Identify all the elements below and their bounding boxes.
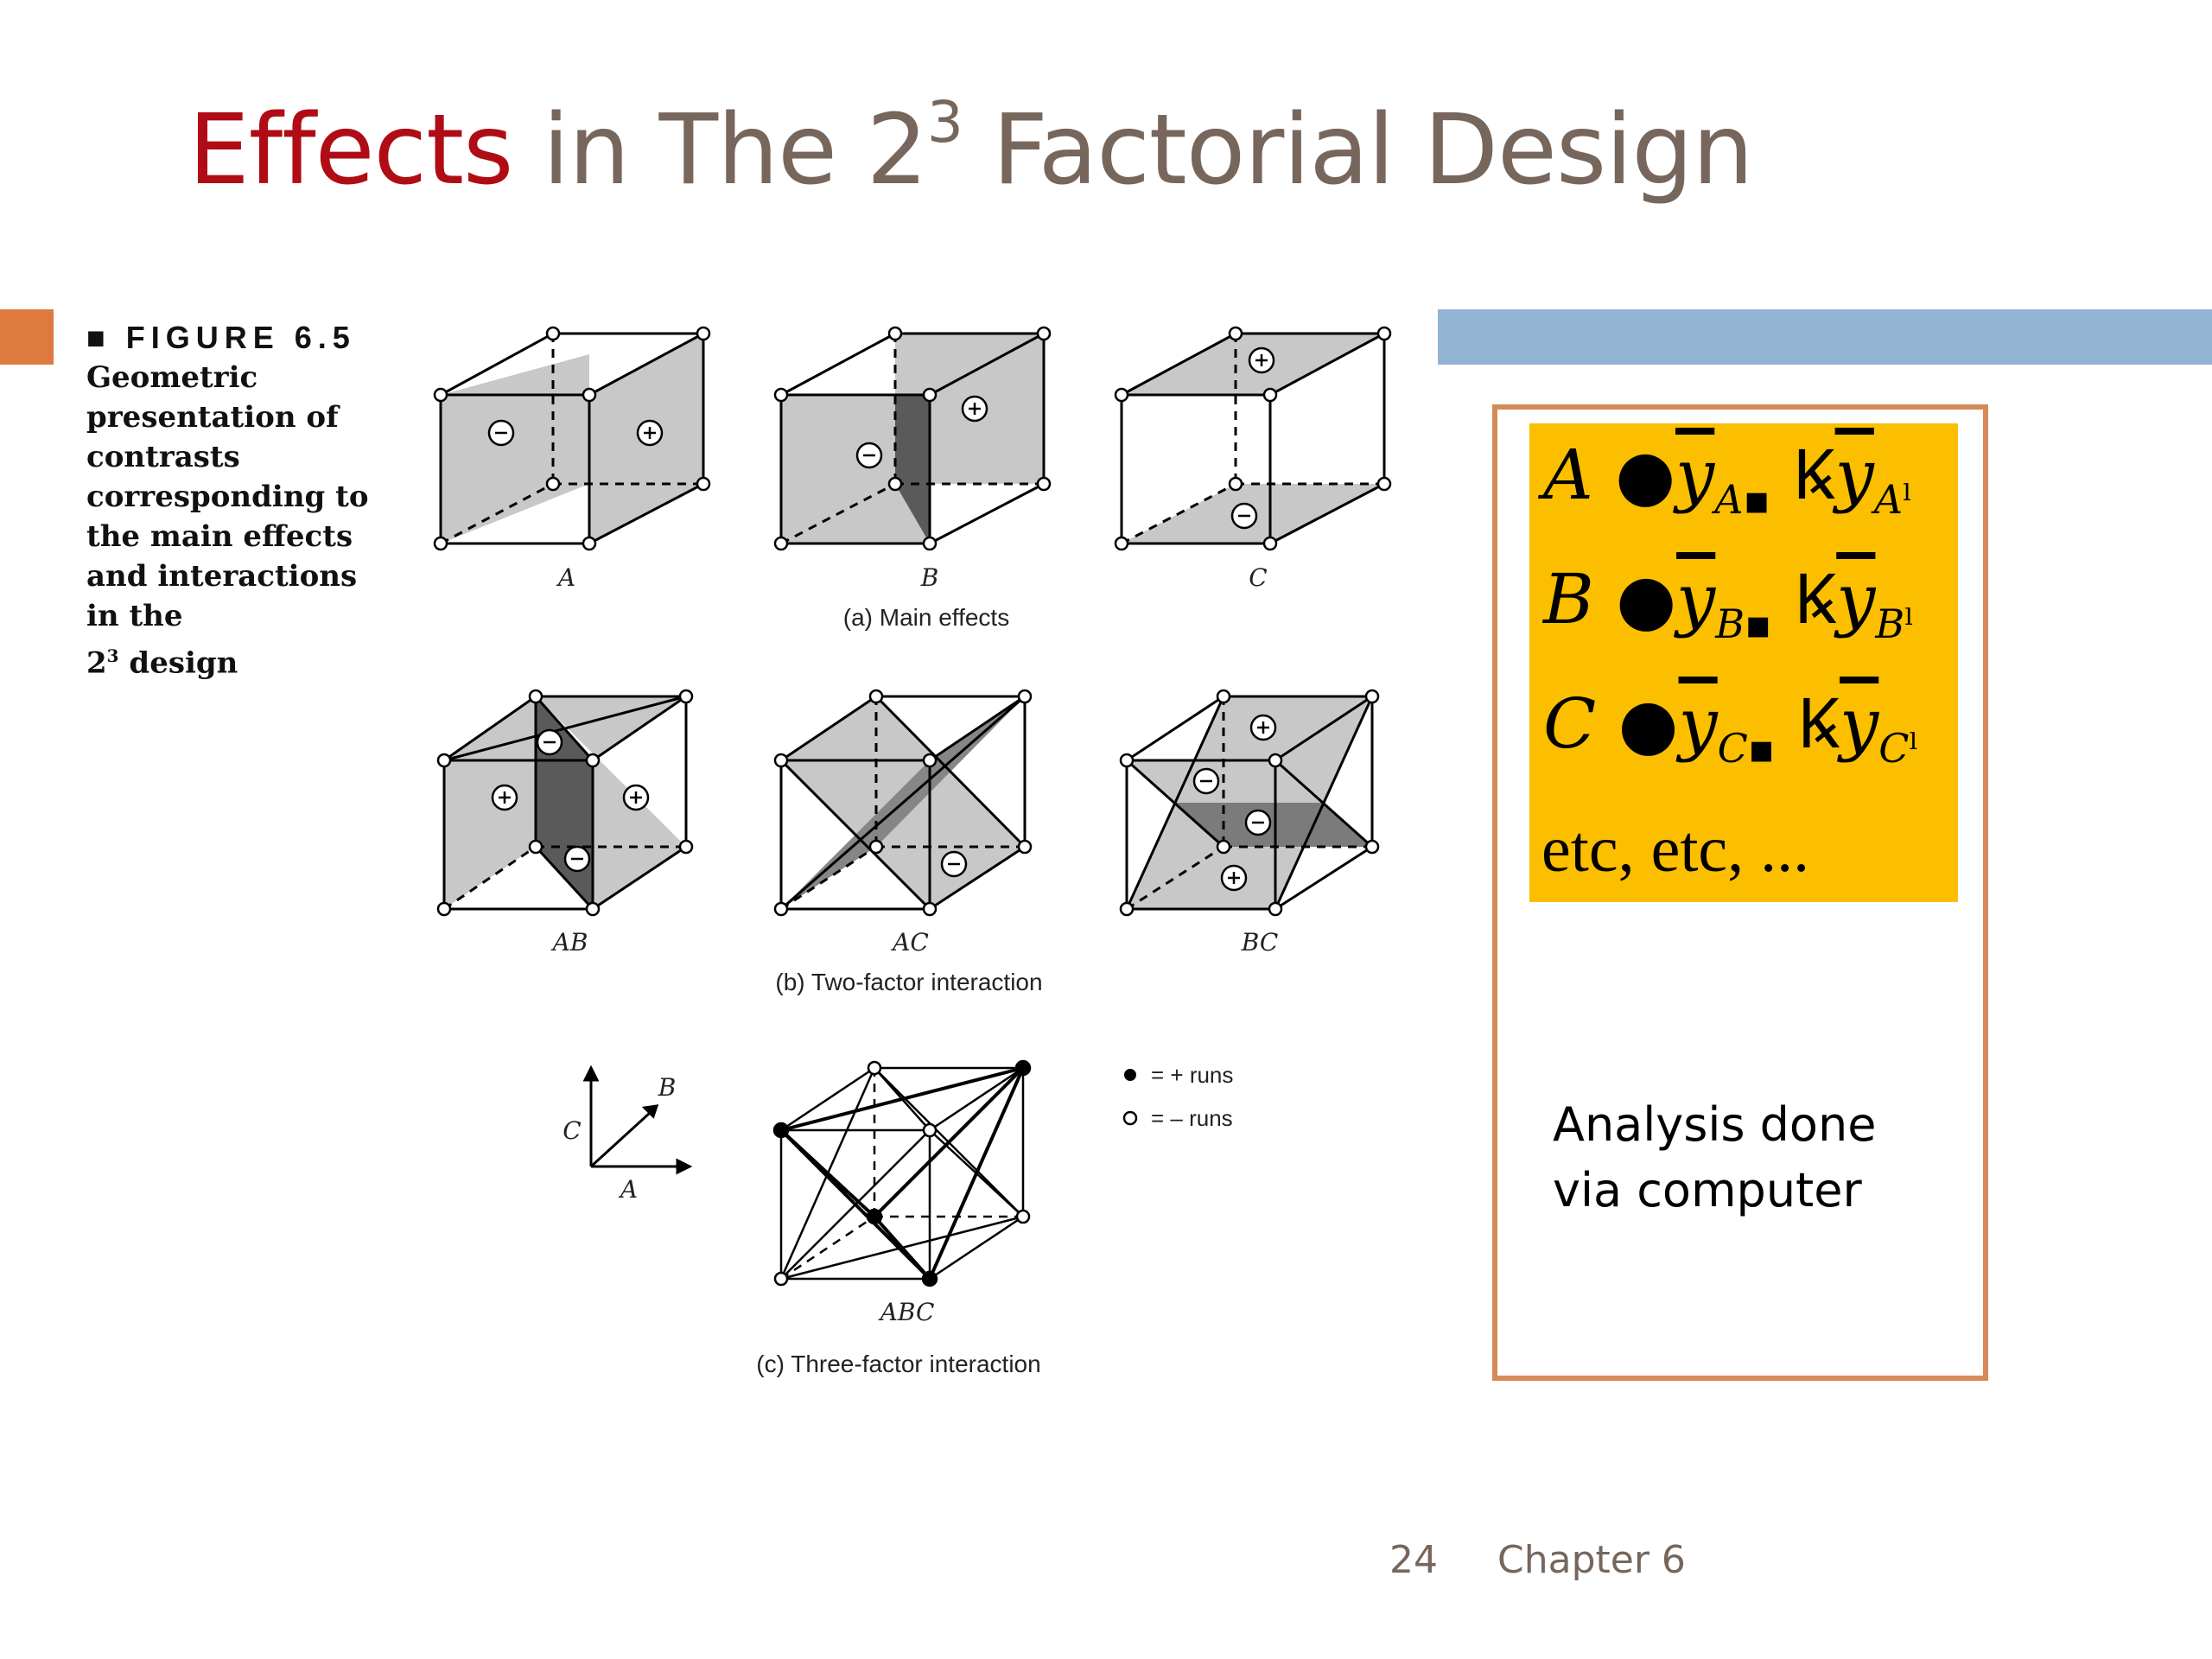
subtitle-three-factor: (c) Three-factor interaction [756, 1351, 1040, 1377]
analysis-line-1: Analysis done [1553, 1097, 1877, 1152]
figure-heading: ■ FIGURE 6.5 [86, 320, 356, 355]
label-b: B [920, 563, 939, 592]
analysis-note: Analysis done via computer [1553, 1092, 1876, 1224]
minus-icon [536, 728, 563, 756]
slide-title: Effects in The 23 Factorial Design [188, 93, 1753, 199]
figure-caption-end: 23 design [86, 645, 238, 681]
cube-b [773, 326, 1052, 551]
minus-icon [1230, 502, 1258, 530]
minus-icon [1192, 767, 1220, 795]
formula-box: A ●yA▪ ꝂyAˡ B ●yB▪ ꝂyBˡ C ●yC▪ ꝂyCˡ etc,… [1529, 423, 1958, 902]
label-ab: AB [550, 928, 588, 957]
axes-indicator [582, 1065, 693, 1175]
label-bc: BC [1241, 928, 1279, 957]
analysis-line-2: via computer [1553, 1163, 1862, 1217]
formula-row-c: C ●yC▪ ꝂyCˡ [1543, 683, 1919, 772]
plus-icon [1248, 346, 1275, 374]
legend-minus-label: = – runs [1151, 1105, 1233, 1131]
cube-a [433, 326, 711, 551]
cube-ab [436, 689, 694, 917]
minus-icon [1244, 809, 1272, 836]
cube-ac [773, 689, 1033, 917]
title-rest: in The 2 [512, 94, 928, 207]
plus-icon [636, 419, 664, 447]
minus-icon [487, 419, 515, 447]
title-accent: Effects [188, 94, 513, 207]
legend-plus-label: = + runs [1151, 1062, 1233, 1088]
accent-bar [1438, 309, 2212, 365]
cube-diagram: A B [433, 326, 1392, 1377]
plus-icon [1220, 864, 1248, 892]
page-number: 24 [1389, 1538, 1438, 1582]
axis-label-a: A [618, 1175, 638, 1204]
label-c: C [1249, 563, 1267, 592]
cube-abc [772, 1059, 1032, 1287]
minus-icon [855, 442, 883, 469]
minus-icon [563, 845, 591, 873]
label-abc: ABC [878, 1298, 935, 1326]
label-a: A [556, 563, 575, 592]
legend-plus-marker [1124, 1069, 1136, 1081]
title-superscript: 3 [926, 88, 963, 156]
formula-etc: etc, etc, ... [1541, 813, 1810, 886]
axis-label-b: B [658, 1073, 677, 1102]
figure-caption: ■ FIGURE 6.5 Geometric presentation of c… [86, 318, 380, 683]
cube-bc [1119, 689, 1380, 917]
title-end: Factorial Design [962, 94, 1753, 207]
subtitle-two-factor: (b) Two-factor interaction [775, 969, 1042, 995]
axis-label-c: C [563, 1116, 581, 1145]
side-tab [0, 309, 54, 365]
legend-minus-marker [1122, 1110, 1138, 1126]
formula-row-a: A ●yA▪ ꝂyAˡ [1543, 435, 1913, 523]
label-ac: AC [890, 928, 929, 957]
plus-icon [961, 395, 988, 423]
plus-icon [1249, 714, 1277, 741]
subtitle-main-effects: (a) Main effects [843, 604, 1009, 631]
figure-caption-text: Geometric presentation of contrasts corr… [86, 360, 369, 633]
formula-row-b: B ●yB▪ ꝂyBˡ [1543, 559, 1915, 647]
plus-icon [491, 784, 518, 811]
chapter-label: Chapter 6 [1497, 1538, 1686, 1582]
plus-icon [622, 784, 650, 811]
minus-icon [940, 850, 968, 878]
cube-figure: A B [415, 311, 1434, 1400]
